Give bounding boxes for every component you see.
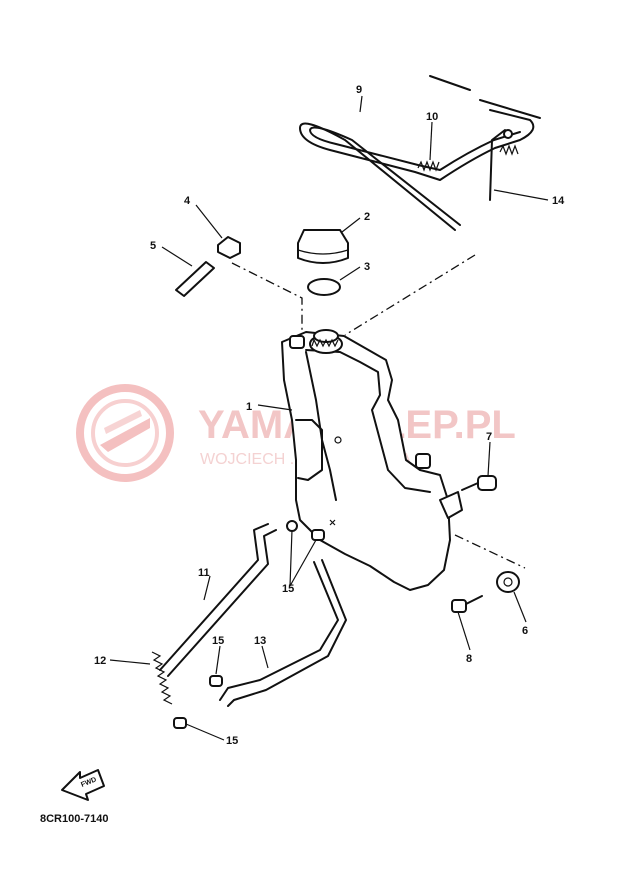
leader-lines bbox=[109, 95, 549, 741]
part-9-breather-hose bbox=[299, 75, 541, 231]
watermark-logo-icon bbox=[76, 384, 174, 482]
part-15-clamp-upper bbox=[286, 519, 336, 541]
part-8-bolt bbox=[451, 595, 483, 613]
tank-top-nipple bbox=[289, 335, 305, 349]
tank-mount-bracket bbox=[439, 491, 463, 519]
tank-side-nipple bbox=[415, 453, 431, 469]
part-15-clamp-lower bbox=[173, 717, 187, 729]
label-part-15-upper: 15 bbox=[282, 583, 294, 595]
front-arrow-icon: FWD bbox=[61, 769, 105, 801]
part-11-hose bbox=[159, 523, 277, 677]
label-part-11: 11 bbox=[198, 567, 210, 579]
leader-dash-6 bbox=[454, 534, 526, 569]
label-part-6: 6 bbox=[522, 625, 528, 637]
diagram-code: 8CR100-7140 bbox=[40, 813, 109, 825]
part-6-grommet bbox=[496, 571, 520, 593]
leader-dash-9 bbox=[344, 254, 476, 336]
part-13-hose bbox=[219, 559, 347, 707]
label-part-10: 10 bbox=[426, 111, 438, 123]
label-part-9: 9 bbox=[356, 84, 362, 96]
part-2-cap bbox=[297, 229, 349, 264]
label-part-13: 13 bbox=[254, 635, 266, 647]
label-part-4: 4 bbox=[184, 195, 191, 207]
label-part-15-lower: 15 bbox=[226, 735, 238, 747]
part-1-reservoir-tank bbox=[281, 331, 451, 591]
part-14-clamp bbox=[489, 129, 513, 201]
label-part-7: 7 bbox=[486, 431, 492, 443]
part-12-spring bbox=[151, 651, 173, 705]
label-part-1: 1 bbox=[246, 401, 252, 413]
label-part-14: 14 bbox=[552, 195, 565, 207]
part-10-spring bbox=[417, 144, 519, 172]
part-3-gasket bbox=[307, 278, 341, 296]
label-part-15-middle: 15 bbox=[212, 635, 224, 647]
label-part-3: 3 bbox=[364, 261, 370, 273]
label-part-5: 5 bbox=[150, 240, 156, 252]
part-15-clamp-middle bbox=[209, 675, 223, 687]
label-part-8: 8 bbox=[466, 653, 472, 665]
tank-filler-neck bbox=[309, 329, 343, 354]
leader-dash-4 bbox=[231, 262, 303, 335]
part-7-bolt bbox=[461, 475, 497, 491]
part-5-pin bbox=[175, 261, 215, 297]
label-part-12: 12 bbox=[94, 655, 106, 667]
part-4-cap bbox=[217, 236, 241, 259]
label-part-2: 2 bbox=[364, 211, 370, 223]
